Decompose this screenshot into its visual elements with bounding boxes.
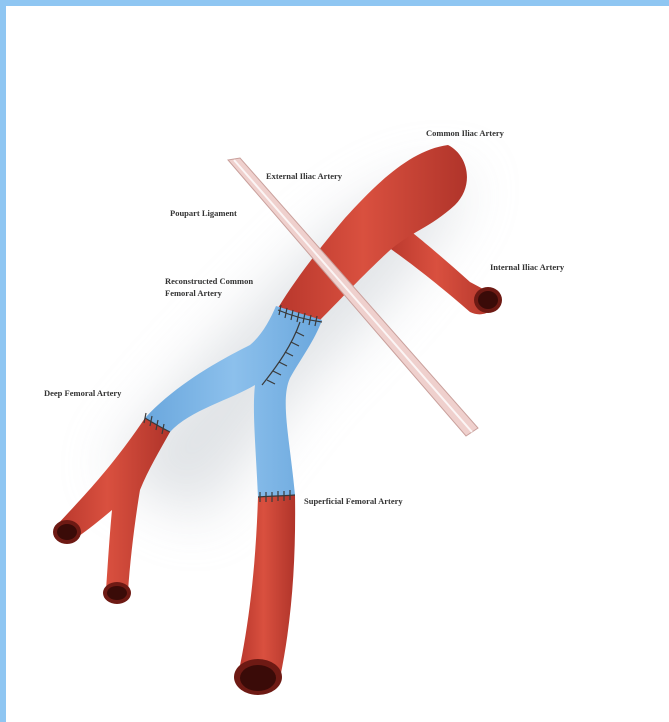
deep-femoral-lumen-2-inner xyxy=(107,586,127,600)
label-internal-iliac: Internal Iliac Artery xyxy=(490,262,565,272)
deep-femoral-lumen-1-inner xyxy=(57,524,77,540)
label-reconstructed-2: Femoral Artery xyxy=(165,288,223,298)
label-deep-femoral: Deep Femoral Artery xyxy=(44,388,122,398)
label-superficial-femoral: Superficial Femoral Artery xyxy=(304,496,403,506)
label-common-iliac: Common Iliac Artery xyxy=(426,128,505,138)
superficial-femoral-lumen-inner xyxy=(240,665,276,691)
label-poupart-ligament: Poupart Ligament xyxy=(170,208,237,218)
superficial-femoral-artery xyxy=(238,495,295,678)
label-external-iliac: External Iliac Artery xyxy=(266,171,343,181)
label-reconstructed-1: Reconstructed Common xyxy=(165,276,253,286)
internal-iliac-lumen-inner xyxy=(478,291,498,309)
deep-femoral-artery xyxy=(56,418,170,592)
